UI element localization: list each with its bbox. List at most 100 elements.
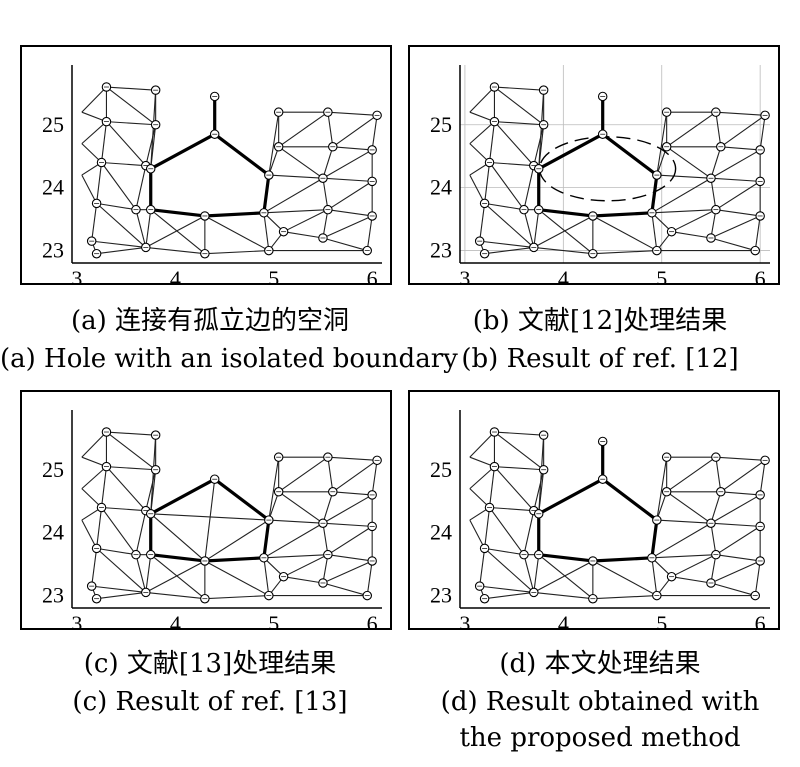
- mesh-edge: [651, 212, 658, 251]
- mesh-edge: [538, 554, 594, 600]
- mesh-edge: [263, 209, 328, 214]
- panel-frame: [20, 45, 392, 285]
- mesh-edge: [533, 469, 545, 511]
- mesh-edge: [494, 431, 544, 471]
- panel-frame: [408, 45, 780, 285]
- mesh-edge: [710, 209, 717, 239]
- caption-b-en: (b) Result of ref. [12]: [461, 344, 739, 374]
- mesh-edge: [204, 215, 270, 252]
- x-tick-label: 4: [170, 611, 181, 630]
- y-tick-label: 25: [42, 112, 64, 137]
- mesh-edge: [651, 209, 716, 214]
- mesh-edge: [135, 554, 147, 593]
- x-tick-label: 3: [71, 266, 82, 285]
- mesh-edge: [263, 554, 328, 559]
- mesh-edge: [322, 522, 373, 527]
- mesh-edge: [488, 121, 495, 163]
- mesh-edge: [268, 174, 323, 179]
- y-tick-label: 24: [42, 175, 64, 200]
- caption-d-en-line1: (d) Result obtained with: [440, 687, 760, 717]
- mesh-edge: [656, 112, 668, 176]
- panel-frame: [408, 390, 780, 630]
- mesh-edge: [283, 209, 329, 233]
- mesh-edge: [204, 250, 269, 255]
- mesh-edge: [96, 547, 137, 556]
- mesh-edge: [145, 246, 205, 255]
- mesh-edge: [81, 121, 107, 145]
- mesh-edge: [91, 240, 146, 248]
- mesh-edge: [327, 180, 373, 211]
- mesh-edge: [666, 146, 712, 179]
- mesh-edge: [489, 506, 534, 512]
- mesh-edge: [533, 591, 593, 600]
- fill-edge: [150, 513, 269, 521]
- mesh-edge: [322, 554, 329, 584]
- mesh-edge: [332, 146, 373, 151]
- mesh-edge: [283, 231, 324, 239]
- mesh-edge: [710, 178, 717, 210]
- mesh-edge: [538, 209, 594, 255]
- mesh-edge: [656, 491, 668, 521]
- mesh-edge: [322, 177, 373, 182]
- mesh-edge: [533, 209, 540, 248]
- mesh-nodes: [86, 427, 382, 604]
- mesh-edge: [479, 548, 486, 587]
- mesh-edge: [327, 554, 373, 562]
- mesh-edge: [96, 202, 147, 248]
- mesh-edge: [533, 246, 593, 255]
- mesh-edge: [322, 491, 334, 524]
- mesh-edge: [366, 215, 373, 251]
- mesh-edge: [145, 554, 152, 593]
- mesh-edge: [283, 576, 324, 584]
- mesh-edge: [100, 466, 107, 508]
- mesh-edge: [327, 457, 334, 492]
- mesh-edge: [666, 491, 712, 524]
- mesh-edge: [489, 162, 525, 211]
- mesh-edge: [135, 510, 147, 555]
- mesh-edge: [332, 459, 378, 493]
- x-tick-label: 3: [71, 611, 82, 630]
- x-tick-label: 6: [755, 611, 766, 630]
- mesh-edge: [479, 203, 486, 242]
- mesh-edge: [494, 121, 535, 167]
- mesh-edge: [523, 554, 535, 593]
- mesh-edge: [538, 469, 545, 514]
- mesh-edge: [666, 456, 717, 493]
- mesh-edge: [720, 146, 761, 151]
- mesh-edge: [715, 456, 766, 461]
- caption-d-cn: (d) 本文处理结果: [499, 649, 701, 679]
- mesh-edge: [106, 466, 156, 471]
- mesh-edge: [538, 90, 545, 169]
- y-tick-label: 23: [42, 583, 64, 608]
- mesh-edge: [145, 560, 206, 593]
- x-tick-label: 4: [558, 611, 569, 630]
- x-tick-label: 5: [656, 266, 667, 285]
- mesh-edge: [96, 162, 103, 204]
- mesh-edge: [488, 466, 495, 508]
- mesh-edge: [150, 469, 157, 514]
- mesh-edge: [204, 560, 270, 597]
- mesh-edge: [656, 457, 668, 521]
- mesh-edge: [327, 525, 373, 556]
- dashed-ellipse: [538, 136, 677, 202]
- mesh-edge: [106, 431, 156, 471]
- mesh-edge: [523, 510, 535, 555]
- caption-c-en: (c) Result of ref. [13]: [72, 687, 348, 717]
- mesh-edge: [150, 124, 157, 169]
- mesh-edge: [322, 178, 329, 210]
- mesh-edge: [715, 209, 761, 217]
- mesh-edge: [592, 215, 658, 252]
- mesh-edge: [106, 86, 156, 91]
- mesh-edge: [81, 86, 107, 113]
- mesh-edge: [494, 86, 544, 126]
- x-tick-label: 3: [459, 611, 470, 630]
- mesh-edge: [484, 547, 525, 556]
- mesh-edge: [263, 177, 324, 214]
- mesh-edge: [710, 146, 722, 179]
- mesh-edge: [533, 560, 594, 593]
